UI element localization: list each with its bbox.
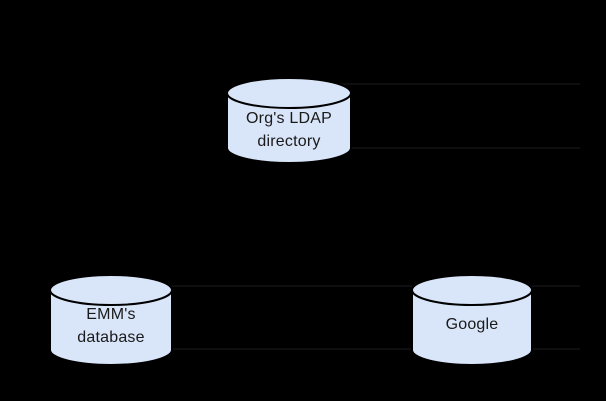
ldap-cylinder [226,77,352,164]
ldap-cylinder-body [227,93,351,163]
google-cylinder-body [412,290,532,365]
emm-cylinder-body-outline [49,290,173,366]
emm-cylinder-body [50,290,172,365]
emm-cylinder [49,274,173,366]
google-cylinder-top-outline [411,274,533,306]
google-cylinder-top [412,275,532,305]
ldap-cylinder-body-outline [226,93,352,164]
google-cylinder [411,274,533,366]
emm-cylinder-top [50,275,172,305]
google-cylinder-body-outline [411,290,533,366]
emm-cylinder-top-outline [49,274,173,306]
ldap-cylinder-top-outline [226,77,352,109]
ldap-cylinder-top [227,78,351,108]
